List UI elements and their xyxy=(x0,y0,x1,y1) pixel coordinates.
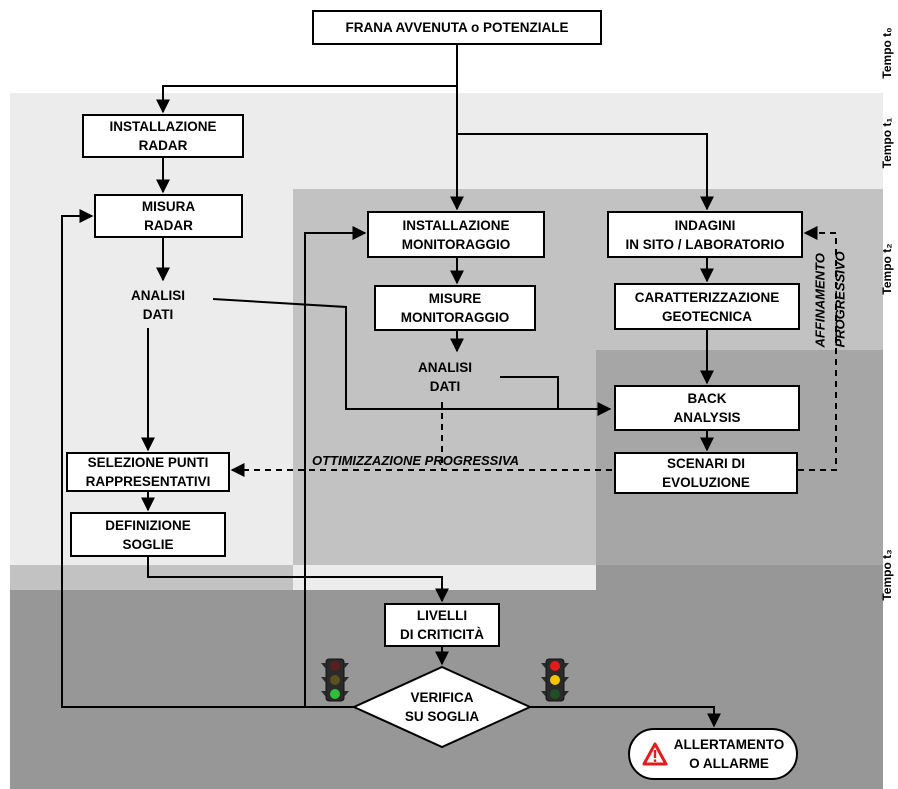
node-allertamento[interactable]: ALLERTAMENTO O ALLARME xyxy=(628,728,798,780)
edge-frana-indagini xyxy=(456,86,714,211)
traffic-light-red-yellow-icon xyxy=(541,658,569,702)
node-livelli[interactable]: LIVELLI DI CRITICITÀ xyxy=(384,603,500,647)
node-scenari[interactable]: SCENARI DI EVOLUZIONE xyxy=(614,452,798,494)
node-analisi-dati-radar[interactable]: ANALISI DATI xyxy=(105,282,211,328)
node-misure-monitoraggio[interactable]: MISURE MONITORAGGIO xyxy=(374,285,536,331)
node-indagini[interactable]: INDAGINI IN SITO / LABORATORIO xyxy=(607,211,803,258)
phase-label-t1: Tempo t₁ xyxy=(880,117,894,169)
node-definizione[interactable]: DEFINIZIONE SOGLIE xyxy=(70,512,226,557)
traffic-light-green-icon xyxy=(321,658,349,702)
node-verifica[interactable]: VERIFICA SU SOGLIA xyxy=(404,690,480,724)
node-installazione-radar[interactable]: INSTALLAZIONE RADAR xyxy=(82,114,244,158)
phase-label-t0: Tempo t₀ xyxy=(880,27,894,79)
phase-label-t2: Tempo t₂ xyxy=(880,243,894,295)
verifica-diamond xyxy=(351,665,533,749)
edge-analisi-mon-back xyxy=(500,376,559,409)
label-ottimizzazione: OTTIMIZZAZIONE PROGRESSIVA xyxy=(312,453,520,468)
label-affinamento: AFFINAMENTO PROGRESSIVO xyxy=(812,251,848,348)
node-analisi-dati-monitoraggio[interactable]: ANALISI DATI xyxy=(392,353,498,400)
node-back-analysis[interactable]: BACK ANALYSIS xyxy=(614,385,800,431)
node-installazione-monitoraggio[interactable]: INSTALLAZIONE MONITORAGGIO xyxy=(367,211,545,258)
edge-analisi-back xyxy=(212,298,612,416)
edge-affinamento xyxy=(798,226,837,471)
node-frana[interactable]: FRANA AVVENUTA o POTENZIALE xyxy=(312,10,602,45)
edge-definizione-livelli xyxy=(147,557,449,603)
node-misura-radar[interactable]: MISURA RADAR xyxy=(94,194,243,238)
node-selezione[interactable]: SELEZIONE PUNTI RAPPRESENTATIVI xyxy=(66,452,230,492)
edge-verifica-loop-monitoraggio xyxy=(304,226,367,708)
edge-verifica-loop-radar xyxy=(61,209,355,708)
node-caratterizzazione[interactable]: CARATTERIZZAZIONE GEOTECNICA xyxy=(614,283,800,330)
phase-label-t3: Tempo t₃ xyxy=(880,549,894,601)
edge-verifica-allertamento xyxy=(530,706,721,728)
warning-triangle-icon xyxy=(642,742,668,766)
phase-band-t3b xyxy=(596,565,883,590)
edge-frana-installazione-radar xyxy=(156,85,457,114)
